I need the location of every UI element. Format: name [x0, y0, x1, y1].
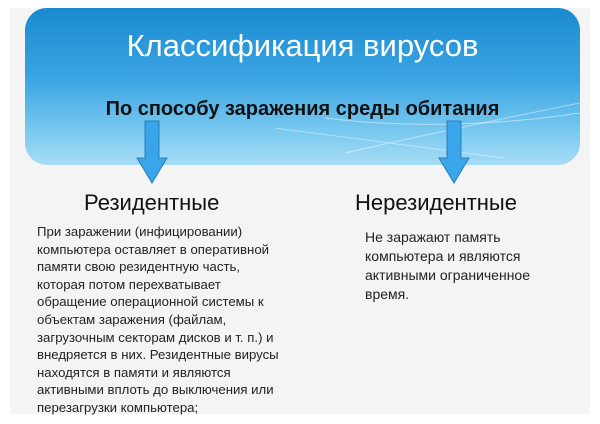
text-line: загрузочным секторам дисков и т. п.) и: [37, 329, 274, 345]
resident-description: При заражении (инфицировании) компьютера…: [37, 223, 279, 417]
text-line: памяти свою резидентную часть,: [37, 259, 241, 275]
text-line: При заражении (инфицировании): [37, 224, 243, 239]
text-line: время.: [365, 286, 410, 302]
nonresident-description: Не заражают память компьютера и являются…: [365, 228, 530, 304]
text-line: обращение операционной системы к: [37, 294, 264, 310]
slide-title: Классификация вирусов: [126, 28, 479, 63]
text-line: перезагрузки компьютера;: [37, 399, 199, 415]
arrow-down-icon: [438, 120, 470, 184]
title-banner: Классификация вирусов По способу заражен…: [25, 8, 580, 165]
text-line: активными вплоть до выключения или: [37, 382, 274, 398]
heading-nonresident: Нерезидентные: [355, 190, 517, 215]
text-line: внедряется в них. Резидентные вирусы: [37, 347, 279, 363]
text-line: компьютера и являются: [365, 248, 521, 264]
slide-subtitle: По способу заражения среды обитания: [105, 98, 500, 120]
heading-resident: Резидентные: [84, 190, 220, 215]
arrow-down-icon: [136, 120, 168, 184]
text-line: активными ограниченное: [365, 267, 530, 283]
text-line: Не заражают память: [365, 229, 501, 245]
text-line: находятся в памяти и являются: [37, 364, 231, 380]
text-line: объектам заражения (файлам,: [37, 311, 227, 327]
text-line: компьютера оставляет в оперативной: [37, 241, 270, 257]
text-line: которая потом перехватывает: [37, 276, 221, 292]
